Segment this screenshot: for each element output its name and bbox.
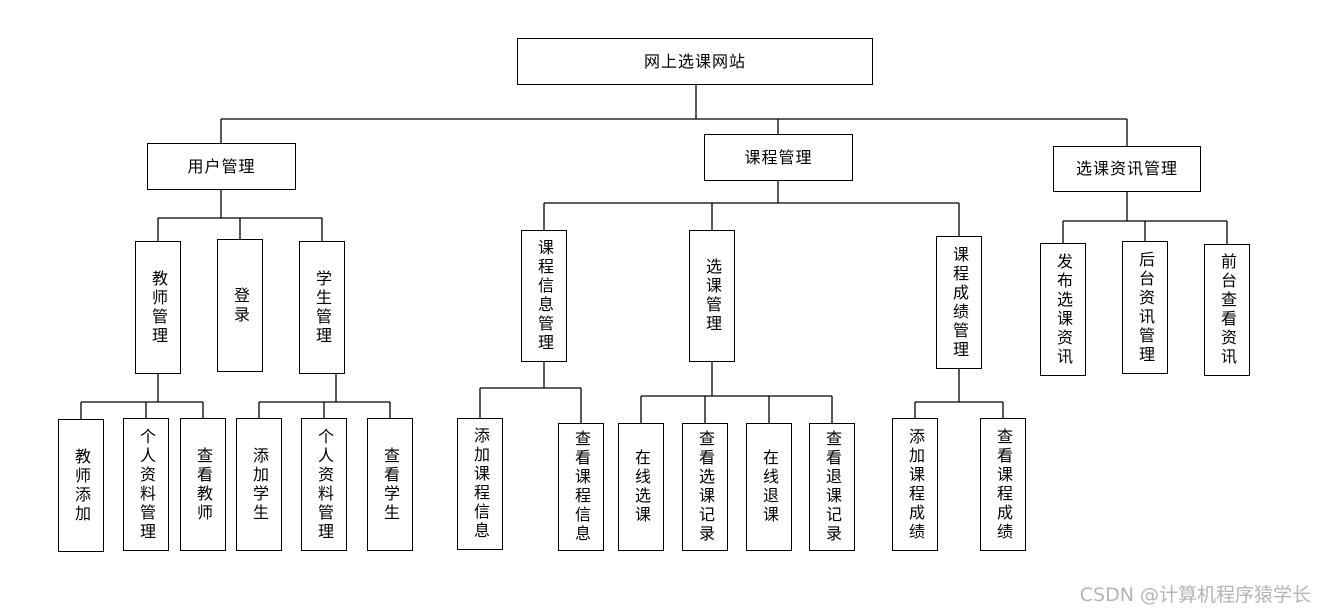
leaf-add-course-info: 添加课程信息 <box>457 418 503 550</box>
node-student-management: 学生管理 <box>299 241 345 374</box>
group-label: 课程管理 <box>744 147 813 167</box>
leaf-view-grade: 查看课程成绩 <box>980 418 1026 551</box>
node-course-grade-management: 课程成绩管理 <box>936 236 982 369</box>
node-frontend-view-news: 前台查看资讯 <box>1204 244 1250 376</box>
leaf-add-teacher: 教师添加 <box>58 419 104 552</box>
leaf-teacher-profile: 个人资料管理 <box>123 418 169 551</box>
leaf-add-grade: 添加课程成绩 <box>892 418 938 551</box>
leaf-view-select-records: 查看选课记录 <box>682 423 728 551</box>
node-login: 登录 <box>217 239 263 372</box>
node-course-selection-management: 选课管理 <box>689 230 735 362</box>
leaf-view-drop-records: 查看退课记录 <box>809 423 855 551</box>
leaf-add-student: 添加学生 <box>236 418 282 551</box>
watermark: CSDN @计算机程序猿学长 <box>1079 584 1311 606</box>
node-backend-news-management: 后台资讯管理 <box>1122 241 1168 374</box>
leaf-student-profile: 个人资料管理 <box>301 418 347 551</box>
node-course-info-management: 课程信息管理 <box>521 230 567 362</box>
node-publish-news: 发布选课资讯 <box>1040 243 1086 376</box>
node-teacher-management: 教师管理 <box>135 241 181 374</box>
root-label: 网上选课网站 <box>643 51 746 71</box>
group-label: 选课资讯管理 <box>1075 159 1178 178</box>
group-news-management: 选课资讯管理 <box>1053 146 1201 192</box>
leaf-view-teacher: 查看教师 <box>180 418 226 551</box>
group-user-management: 用户管理 <box>147 143 296 190</box>
leaf-view-student: 查看学生 <box>367 418 413 551</box>
group-label: 用户管理 <box>187 156 256 176</box>
root-node: 网上选课网站 <box>517 38 873 85</box>
leaf-online-drop: 在线退课 <box>746 423 792 551</box>
leaf-view-course-info: 查看课程信息 <box>558 423 604 551</box>
group-course-management: 课程管理 <box>704 134 853 181</box>
leaf-online-select: 在线选课 <box>618 423 664 551</box>
